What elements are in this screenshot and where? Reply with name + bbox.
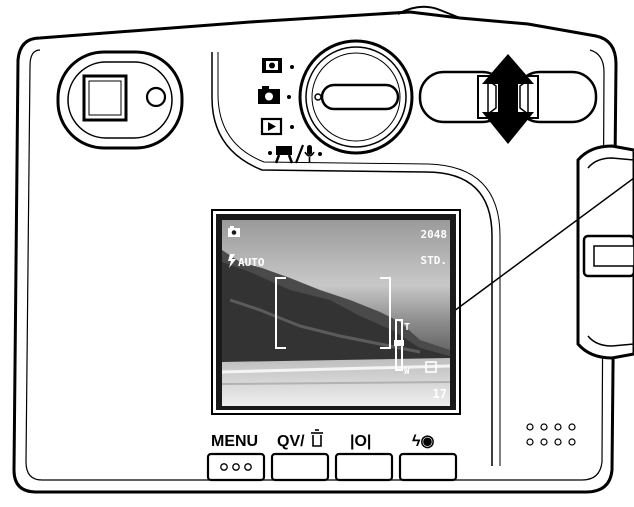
playback-mode-icon — [260, 117, 294, 136]
lcd-monitor: 2048 STD. AUTO T W 17 — [211, 209, 461, 415]
side-door — [576, 144, 634, 360]
qv-delete-button[interactable] — [270, 452, 330, 482]
qv-label: QV/ — [277, 433, 305, 450]
image-size-indicator: 2048 — [421, 228, 448, 241]
zoom-direction-arrow-icon — [482, 54, 534, 144]
buttons-row — [206, 452, 458, 482]
svg-text:AUTO: AUTO — [238, 256, 265, 269]
movie-voice-mode-icon — [268, 144, 322, 164]
button-labels: MENU QV/ |O| ϟ◉ — [211, 429, 434, 450]
speaker-grille — [526, 423, 576, 446]
frames-remaining-counter: 17 — [433, 387, 447, 401]
focus-frame — [275, 277, 391, 349]
zoom-position-marker — [394, 340, 404, 346]
viewfinder — [56, 50, 184, 150]
flash-label: ϟ◉ — [412, 433, 434, 450]
zoom-indicator: T W — [394, 319, 410, 377]
image-quality-indicator: STD. — [421, 254, 448, 267]
menu-label: MENU — [211, 433, 258, 450]
zoom-tele-label: T — [404, 322, 410, 333]
drive-mode-icon — [425, 361, 437, 373]
setup-mode-icon — [262, 58, 294, 73]
recording-mode-indicator-icon — [228, 226, 240, 237]
mode-dial-icons — [258, 58, 322, 164]
flash-mode-indicator: AUTO — [228, 254, 265, 269]
lcd-scene-image — [221, 220, 451, 406]
recording-mode-icon — [258, 86, 291, 104]
menu-button[interactable] — [206, 452, 266, 482]
mode-dial[interactable] — [298, 39, 414, 155]
display-button[interactable] — [334, 452, 394, 482]
flash-icon — [228, 254, 236, 268]
trash-icon — [311, 429, 323, 447]
display-label: |O| — [350, 433, 371, 450]
zoom-wide-label: W — [404, 367, 410, 377]
flash-mode-button[interactable] — [398, 452, 458, 482]
